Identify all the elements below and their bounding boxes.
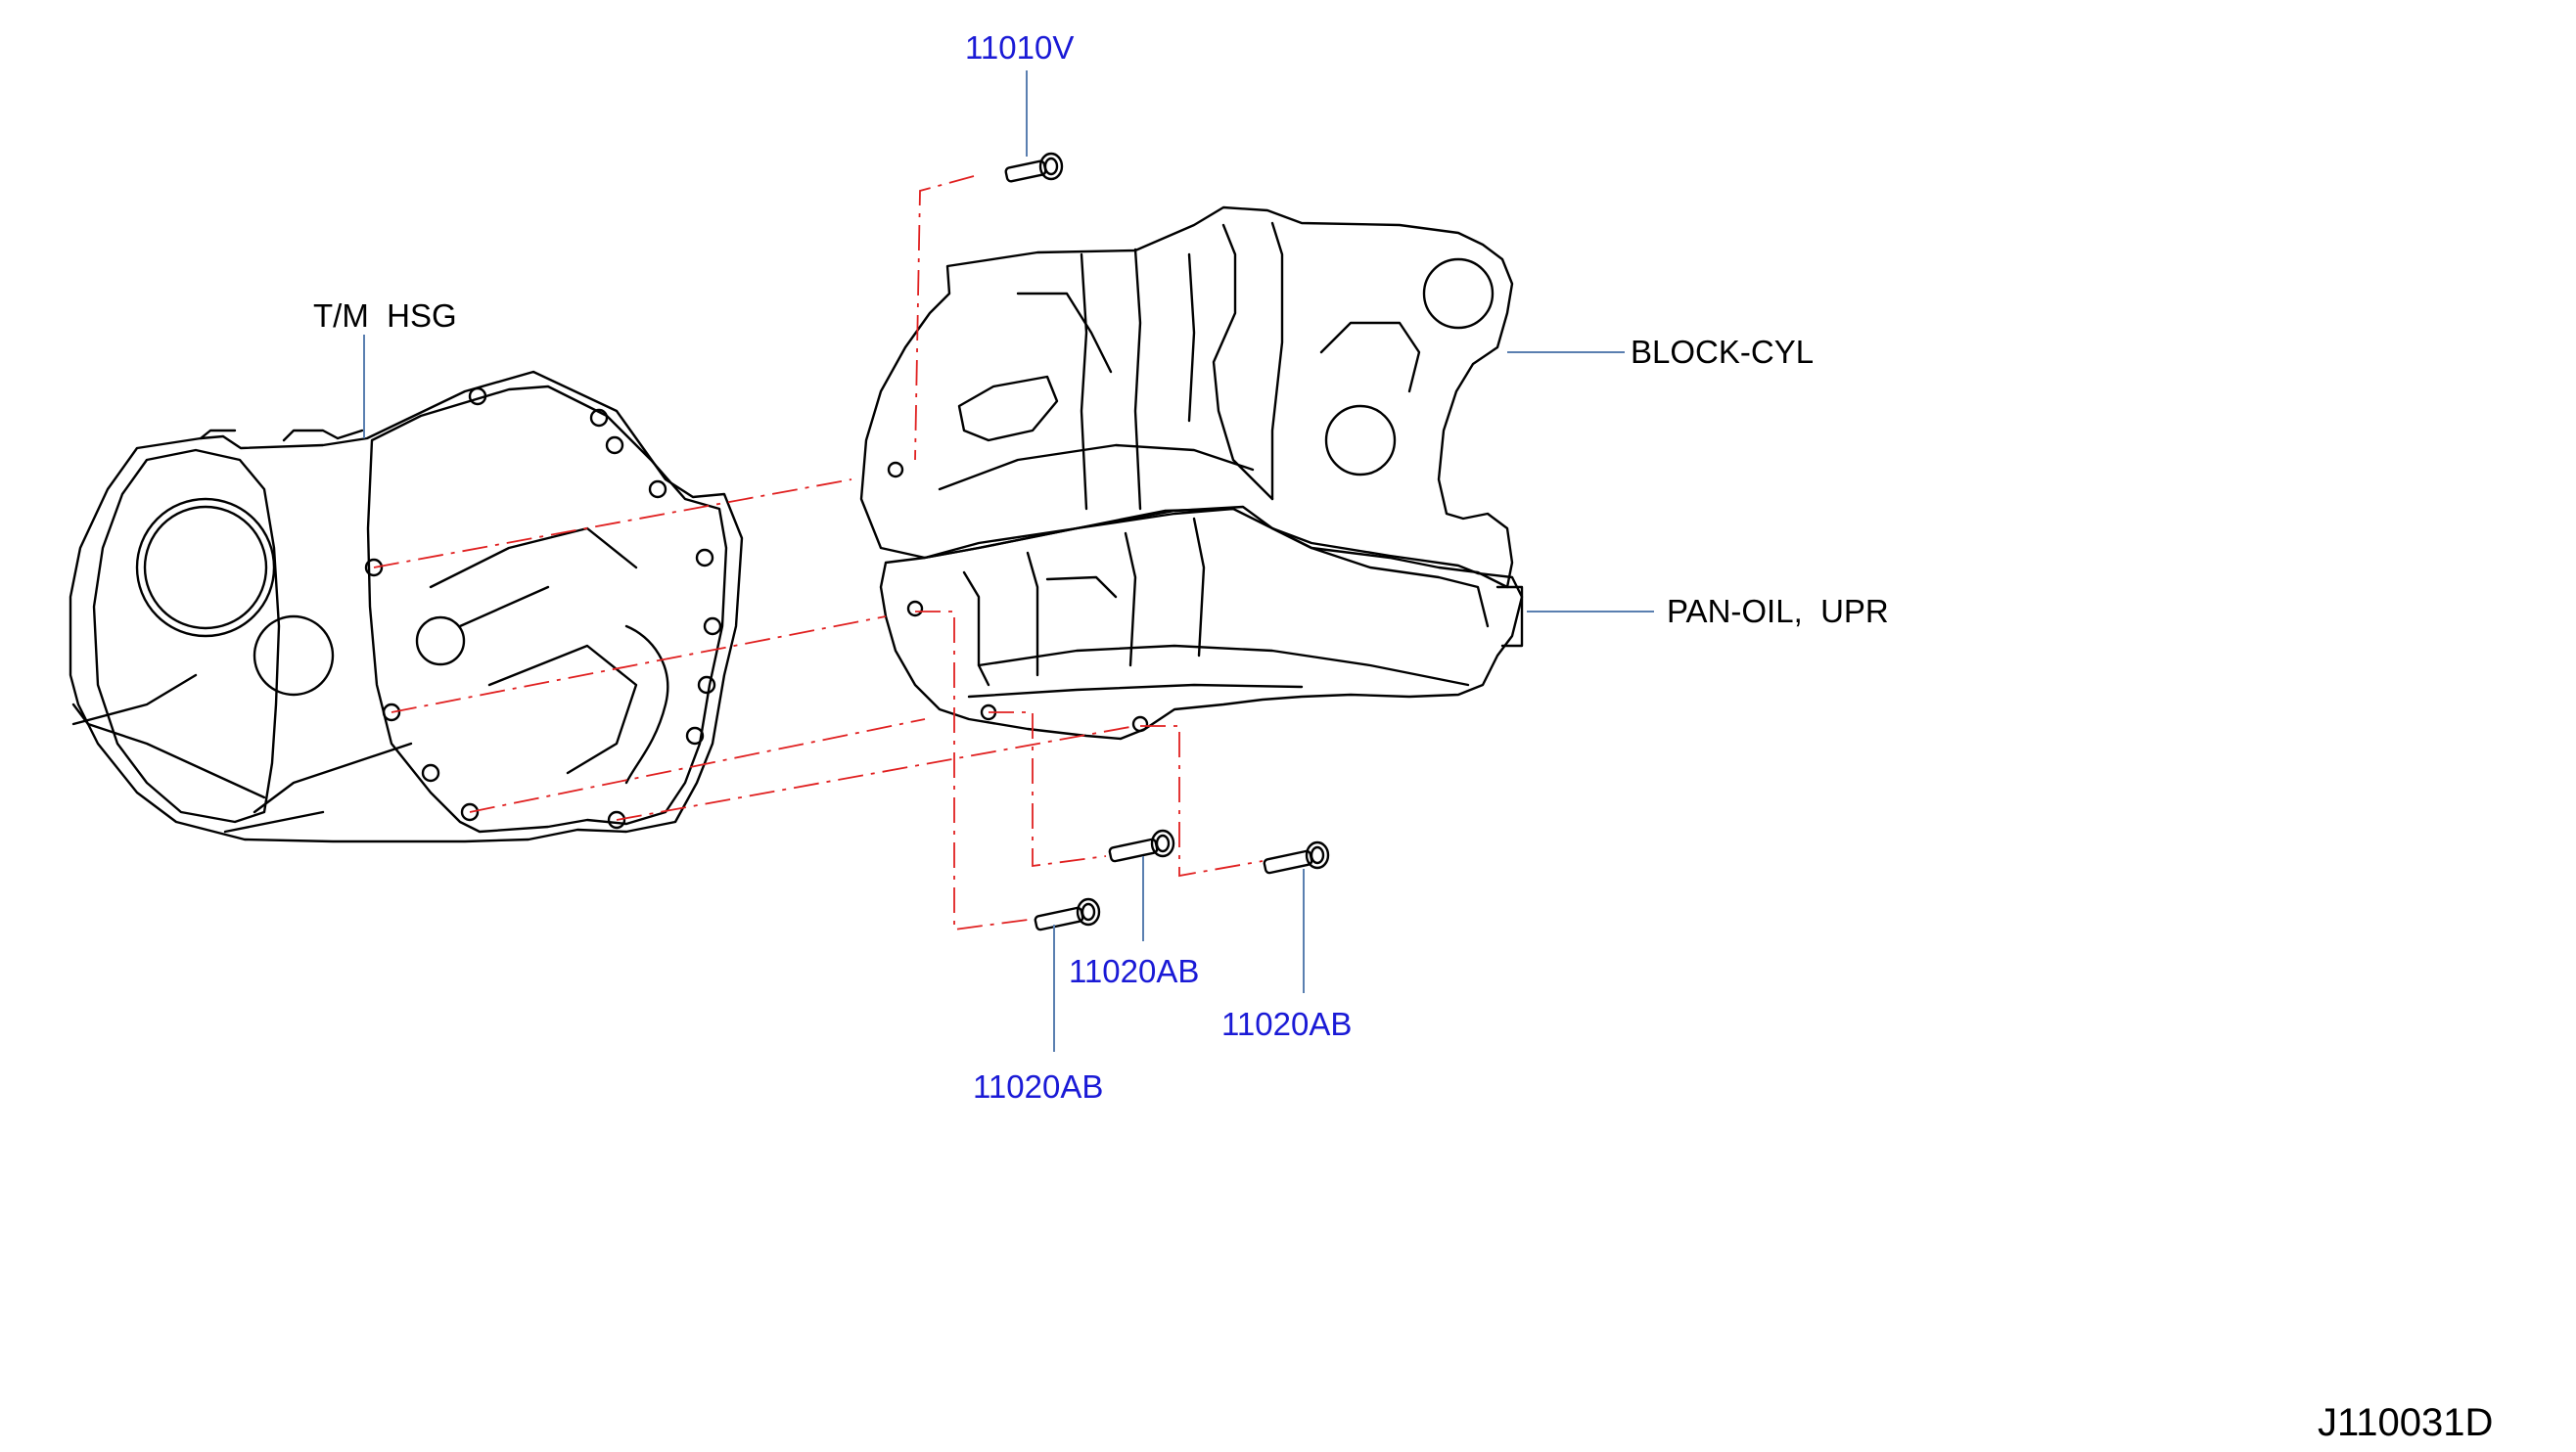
label-pan-oil-upr: PAN-OIL, UPR xyxy=(1667,593,1889,629)
leader-lines xyxy=(363,70,1654,1052)
bolt-11020ab-left-drawing xyxy=(1034,897,1101,931)
part-number-11020ab-mid[interactable]: 11020AB xyxy=(1069,953,1200,989)
bolt-11010v-drawing xyxy=(1004,152,1064,183)
part-number-11010v[interactable]: 11010V xyxy=(965,29,1075,66)
diagram-id: J110031D xyxy=(2318,1401,2494,1444)
bolt-11020ab-right-drawing xyxy=(1263,840,1330,875)
part-number-11020ab-right[interactable]: 11020AB xyxy=(1221,1006,1353,1042)
upper-oil-pan-drawing xyxy=(879,461,1524,741)
transmission-housing-drawing xyxy=(69,370,744,843)
cylinder-block-drawing xyxy=(859,205,1514,589)
label-block-cyl: BLOCK-CYL xyxy=(1631,334,1815,370)
label-tm-hsg: T/M HSG xyxy=(313,297,457,334)
alignment-phantom-lines xyxy=(373,175,1264,931)
part-number-11020ab-left[interactable]: 11020AB xyxy=(973,1068,1104,1105)
bolt-11020ab-mid-drawing xyxy=(1108,829,1175,863)
